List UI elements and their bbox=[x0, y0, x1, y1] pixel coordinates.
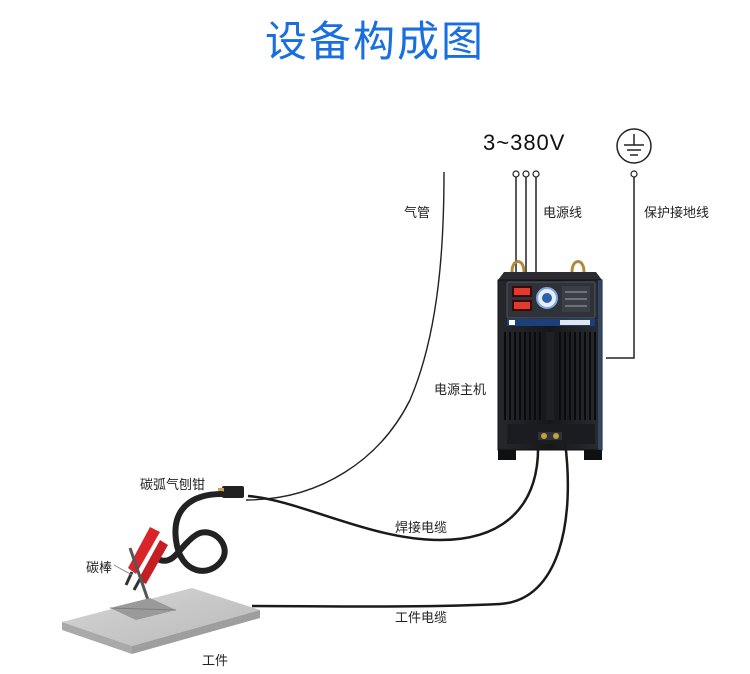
workpiece-cable-label: 工件电缆 bbox=[395, 611, 448, 626]
power-voltage-label: 3~380V bbox=[483, 130, 566, 155]
gouging-torch-label: 碳弧气刨钳 bbox=[140, 478, 206, 493]
power-cable-label: 电源线 bbox=[543, 206, 583, 221]
gouging-torch bbox=[124, 486, 244, 601]
ground-wire bbox=[606, 170, 638, 359]
main-unit-label: 电源主机 bbox=[434, 383, 487, 398]
ground-symbol-icon bbox=[616, 128, 652, 164]
welding-power-unit bbox=[497, 260, 603, 460]
carbon-rod-pointer bbox=[113, 564, 133, 576]
diagram-title: 设备构成图 bbox=[264, 17, 485, 66]
power-cable-lines bbox=[512, 170, 540, 272]
workpiece-cable-line bbox=[251, 441, 570, 608]
gas-pipe-label: 气管 bbox=[404, 206, 431, 221]
workpiece-label: 工件 bbox=[202, 654, 229, 669]
workpiece-plate bbox=[62, 588, 260, 654]
gas-pipe-line bbox=[245, 171, 445, 501]
welding-cable-line bbox=[247, 441, 540, 542]
ground-wire-label: 保护接地线 bbox=[644, 206, 710, 221]
welding-cable-label: 焊接电缆 bbox=[395, 521, 448, 536]
carbon-rod-label: 碳棒 bbox=[86, 561, 113, 576]
